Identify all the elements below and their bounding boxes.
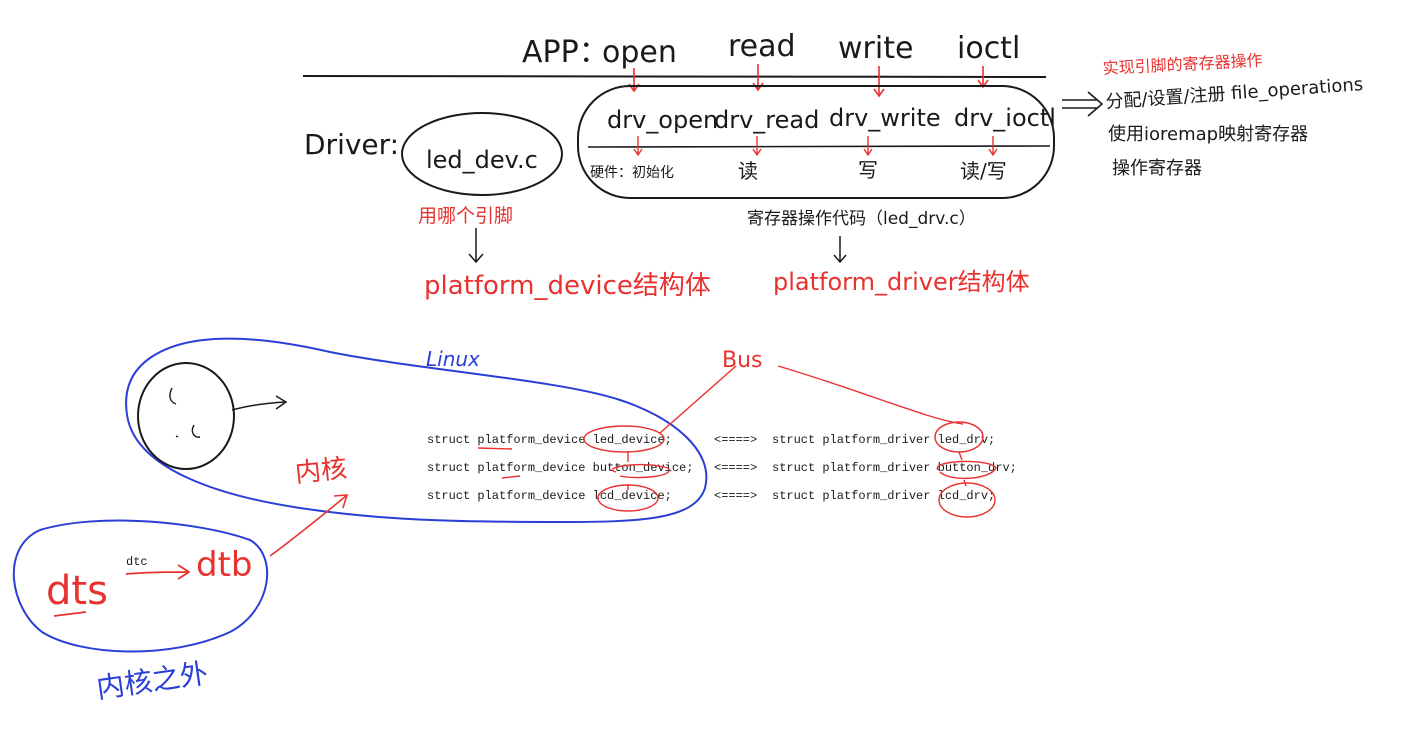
drv-func-open: drv_open bbox=[607, 106, 718, 134]
note-line-3: 操作寄存器 bbox=[1112, 158, 1202, 179]
app-call-open: open bbox=[602, 35, 677, 70]
drv-func-read: drv_read bbox=[714, 106, 819, 134]
func-to-hw-arrows bbox=[633, 136, 998, 157]
platform-device-label: platform_device结构体 bbox=[424, 271, 711, 301]
driver-row-led: struct platform_driver led_drv; bbox=[772, 433, 995, 447]
kernel-core-arrow bbox=[231, 395, 288, 411]
app-call-write: write bbox=[838, 31, 913, 66]
note-top-red: 实现引脚的寄存器操作 bbox=[1102, 51, 1263, 78]
outside-kernel-caption: 内核之外 bbox=[94, 657, 210, 705]
link-arrow-led: <====> bbox=[714, 433, 757, 447]
hw-op-read: 读 bbox=[738, 159, 758, 183]
device-row-button: struct platform_device button_device; bbox=[427, 461, 693, 475]
drv-funcs-divider bbox=[587, 145, 1051, 148]
dts-boundary bbox=[12, 519, 269, 653]
bus-label: Bus bbox=[722, 348, 763, 373]
link-arrow-button: <====> bbox=[714, 461, 757, 475]
double-arrow-right bbox=[1062, 91, 1104, 117]
kernel-core-circle bbox=[137, 362, 235, 470]
led-dev-file: led_dev.c bbox=[426, 146, 538, 174]
drv-func-write: drv_write bbox=[829, 104, 941, 132]
led-dev-ellipse bbox=[401, 112, 563, 196]
driver-row-lcd: struct platform_driver lcd_drv; bbox=[772, 489, 995, 503]
led-dev-note: 用哪个引脚 bbox=[418, 205, 513, 227]
register-code-note: 寄存器操作代码（led_drv.c） bbox=[747, 209, 976, 229]
drv-funcs-box bbox=[577, 85, 1055, 199]
device-row-lcd: struct platform_device lcd_device; bbox=[427, 489, 672, 503]
device-row-led: struct platform_device led_device; bbox=[427, 433, 672, 447]
arrow-register-down bbox=[833, 236, 847, 264]
app-driver-divider bbox=[302, 75, 1047, 78]
note-line-1: 分配/设置/注册 file_operations bbox=[1105, 74, 1364, 113]
hw-op-write: 写 bbox=[858, 158, 878, 182]
note-line-2: 使用ioremap映射寄存器 bbox=[1108, 124, 1308, 145]
struct-table: struct platform_device led_device; struc… bbox=[427, 433, 1017, 503]
arrow-led-dev-down bbox=[468, 228, 484, 264]
driver-label: Driver: bbox=[304, 128, 399, 161]
platform-driver-label: platform_driver结构体 bbox=[773, 268, 1030, 296]
link-arrow-lcd: <====> bbox=[714, 489, 757, 503]
app-label: APP： bbox=[522, 35, 609, 70]
linux-boundary bbox=[125, 337, 708, 524]
dts-underline bbox=[53, 611, 87, 617]
kernel-label: 内核 bbox=[294, 454, 349, 489]
dtb-binary: dtb bbox=[196, 545, 253, 585]
dts-to-dtb-arrow bbox=[125, 564, 191, 580]
hw-op-init: 硬件：初始化 bbox=[590, 164, 674, 181]
driver-row-button: struct platform_driver button_drv; bbox=[772, 461, 1017, 475]
dtb-to-kernel-arrow bbox=[269, 494, 349, 557]
linux-label: Linux bbox=[426, 347, 480, 371]
app-call-read: read bbox=[728, 29, 796, 64]
kernel-core-glyph bbox=[169, 387, 201, 438]
dtc-tool: dtc bbox=[126, 555, 148, 569]
app-to-driver-arrows bbox=[628, 64, 989, 98]
hw-op-readwrite: 读/写 bbox=[960, 159, 1007, 183]
bus-annotations bbox=[477, 365, 997, 518]
drv-func-ioctl: drv_ioctl bbox=[954, 104, 1056, 132]
app-call-ioctl: ioctl bbox=[957, 31, 1020, 66]
app-layer: APP： open read write ioctl bbox=[302, 29, 1047, 78]
dts-source: dts bbox=[46, 568, 108, 614]
